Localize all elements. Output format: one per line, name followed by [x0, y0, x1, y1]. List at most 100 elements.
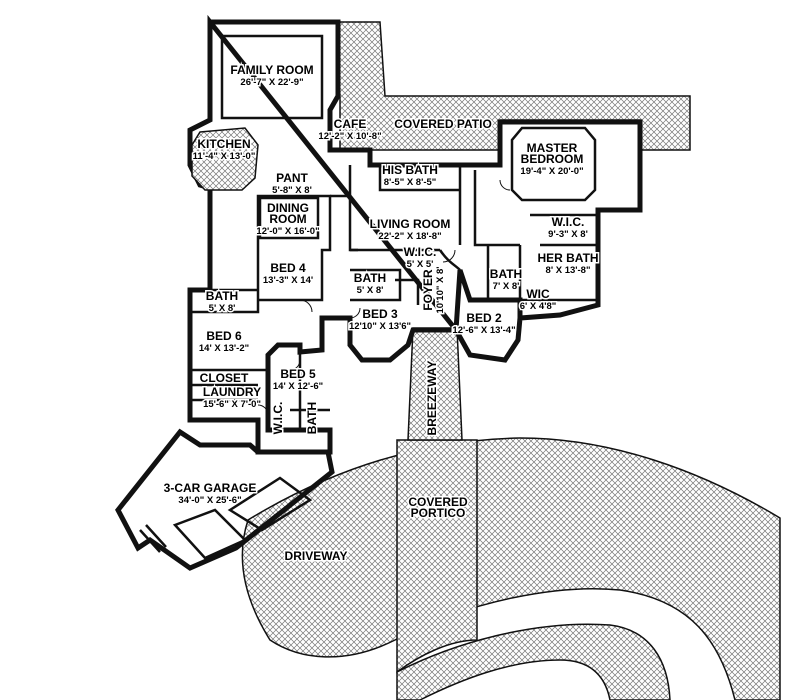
master-bedroom-dimensions: 19'-4" X 20'-0" [520, 166, 583, 177]
bed-5-label: BED 514' X 12'-6" [271, 366, 324, 394]
foyer-dimensions: 10'10" X 8' [435, 266, 446, 313]
master-bedroom-name-1: MASTER [527, 141, 578, 155]
bed-3-name: BED 3 [362, 307, 398, 321]
garage-side-door [139, 524, 167, 553]
breezeway-name: BREEZEWAY [425, 361, 439, 436]
pantry-dimensions: 5'-8" X 8' [272, 185, 312, 196]
living-room-walls [330, 194, 461, 271]
covered-patio-label: COVERED PATIO [393, 116, 494, 133]
bed-4-dimensions: 13'-3" X 14' [263, 275, 313, 286]
wic-master-dimensions: 9'-3" X 8' [548, 229, 588, 240]
dining-room-box [258, 196, 320, 240]
bath-6-name: BATH [206, 289, 238, 303]
garage-name: 3-CAR GARAGE [164, 481, 257, 495]
wic-hall-label: W.I.C.5' X 5' [402, 244, 438, 272]
door-swings [257, 179, 511, 416]
bed-3-label: BED 312'10" X 13'6" [347, 306, 412, 334]
bath-5-name: BATH [305, 402, 319, 434]
dining-room-dimensions: 12'-0" X 16'-0" [256, 226, 319, 237]
dining-room-name-1: DINING [267, 201, 309, 215]
master-bedroom-box [510, 126, 597, 202]
her-bath-name: HER BATH [537, 251, 598, 265]
garage-door-left [172, 508, 248, 560]
cafe-dimensions: 12'-2" X 10'-8" [318, 131, 381, 142]
covered-patio-area [337, 21, 691, 151]
bed-2-name: BED 2 [466, 311, 502, 325]
bath-2-name: BATH [490, 267, 522, 281]
family-room-dimensions: 26'-7" X 22'-9" [240, 77, 303, 88]
garage-door-right [227, 476, 313, 532]
kitchen-name: KITCHEN [197, 137, 250, 151]
closet-name: CLOSET [200, 371, 249, 385]
bed-5-name: BED 5 [280, 367, 316, 381]
foyer-name: FOYER [421, 269, 435, 311]
his-bath-dimensions: 8'-5" X 8'-5" [384, 177, 437, 188]
covered-portico-area [396, 439, 478, 674]
laundry-name: LAUNDRY [203, 385, 261, 399]
wic-2-dimensions: 6' X 4'8" [520, 301, 557, 312]
family-room-name: FAMILY ROOM [230, 63, 313, 77]
wic-hall-name: W.I.C. [404, 245, 437, 259]
driveway-label: DRIVEWAY [283, 548, 349, 565]
kitchen-dimensions: 11'-4" X 13'-0" [193, 151, 256, 162]
bed-5-dimensions: 14' X 12'-6" [273, 381, 323, 392]
bath-2-dimensions: 7' X 8' [493, 281, 520, 292]
his-bath-name: HIS BATH [382, 163, 438, 177]
driveway-name: DRIVEWAY [285, 549, 348, 563]
garage-dimensions: 34'-0" X 25'-6" [178, 495, 241, 506]
closet-label: CLOSET [198, 370, 250, 387]
covered-patio-name: COVERED PATIO [394, 117, 492, 131]
family-room-box [220, 34, 324, 120]
laundry-dimensions: 15'-6" X 7'-0" [203, 399, 261, 410]
bed-4-label: BED 413'-3" X 14' [261, 260, 314, 288]
bed-2-label: BED 212'-6" X 13'-4" [451, 310, 517, 338]
bath-center-name: BATH [354, 271, 386, 285]
living-room-dimensions: 22'-2" X 18'-8" [378, 231, 441, 242]
wic-5-name: W.I.C. [271, 402, 285, 435]
wic-2-name: WIC [526, 287, 550, 301]
garage-outline [115, 428, 335, 571]
wic-hall-dimensions: 5' X 5' [407, 259, 434, 270]
bed-6-label: BED 614' X 13'-2" [197, 328, 250, 356]
covered-portico-name-1: COVERED [408, 495, 468, 509]
her-bath-dimensions: 8' X 13'-8" [546, 265, 591, 276]
bath-6-dimensions: 5' X 8' [209, 303, 236, 314]
master-bedroom-name-2: BEDROOM [521, 152, 584, 166]
bed-6-name: BED 6 [206, 329, 242, 343]
bed-2-dimensions: 12'-6" X 13'-4" [452, 325, 515, 336]
driveway-area [241, 437, 781, 700]
kitchen-box [191, 127, 259, 191]
wic-master-label: W.I.C.9'-3" X 8' [547, 214, 590, 242]
bed-6-dimensions: 14' X 13'-2" [199, 343, 249, 354]
bed-4-name: BED 4 [270, 261, 306, 275]
wic-5-label: W.I.C. [270, 400, 287, 436]
dining-room-name-2: ROOM [269, 212, 306, 226]
wic-master-name: W.I.C. [552, 215, 585, 229]
bed-3-dimensions: 12'10" X 13'6" [349, 321, 411, 332]
breezeway-label: BREEZEWAY [424, 359, 441, 437]
bath-center-dimensions: 5' X 8' [357, 285, 384, 296]
cafe-name: CAFE [334, 117, 367, 131]
bath-5-label: BATH [304, 400, 321, 435]
living-room-name: LIVING ROOM [370, 217, 451, 231]
covered-portico-name-2: PORTICO [411, 506, 466, 520]
